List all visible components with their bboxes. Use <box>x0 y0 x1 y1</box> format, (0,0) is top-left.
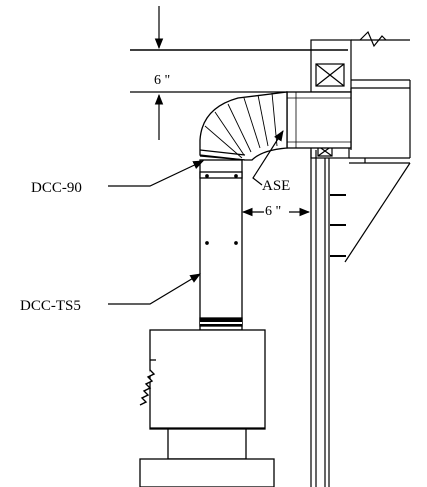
vertical-clearance-dimension <box>130 6 287 140</box>
horizontal-pipe <box>286 91 352 149</box>
label-ase: ASE <box>262 178 290 194</box>
label-dccts5: DCC-TS5 <box>20 298 81 314</box>
vertical-clearance-label: 6 " <box>154 73 170 88</box>
label-dcc90: DCC-90 <box>31 180 82 196</box>
vertical-pipe-dcc-ts5 <box>199 159 243 331</box>
stove <box>139 329 275 487</box>
elbow-dcc90 <box>199 91 288 161</box>
horizontal-clearance-label: 6 " <box>265 204 281 219</box>
leader-lines <box>108 130 284 305</box>
